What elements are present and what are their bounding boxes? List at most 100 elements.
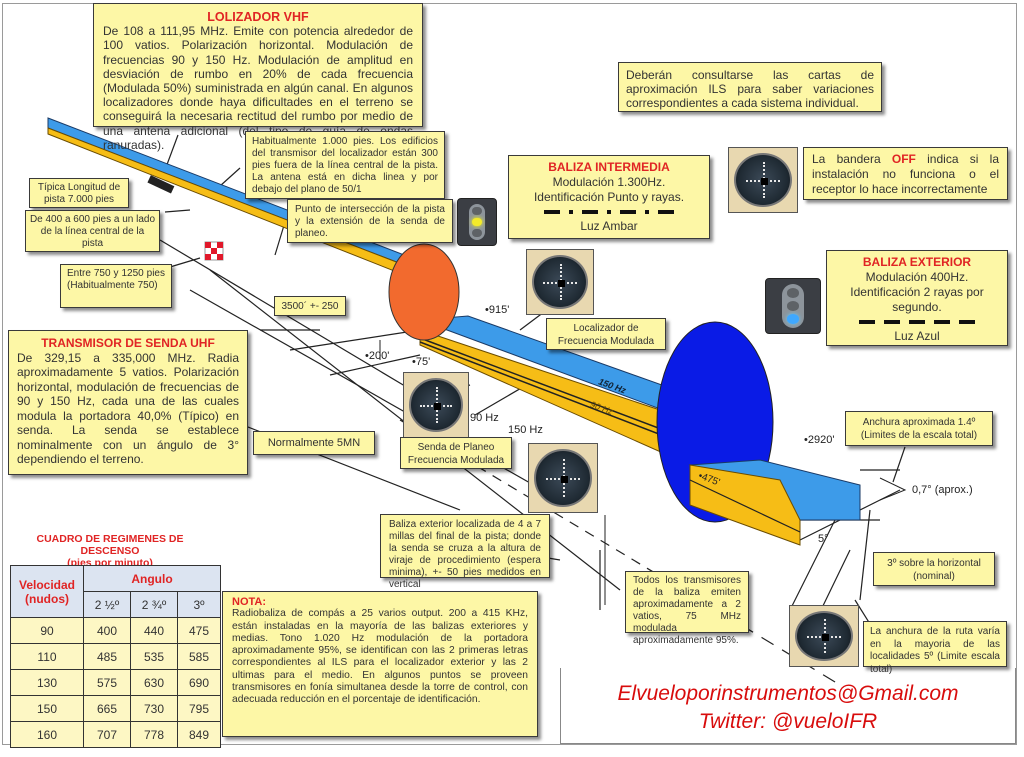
middle-marker-lobe [388,243,460,341]
beam-divider [419,341,691,447]
speed-cell: 160 [10,721,84,748]
label-07deg: 0,7° (aprox.) [912,484,973,496]
glideslope-block [689,464,801,546]
glideslope-antenna-icon [204,241,224,261]
table-row: 90 400 440 475 [10,617,221,644]
speed-cell: 110 [10,643,84,670]
label-75ft: •75' [412,356,431,368]
nota-body: Radiobaliza de compás a 25 varios output… [232,608,528,706]
leader-line [892,446,906,483]
blue-marker-light-icon [765,278,821,334]
marker-transmitters-note: Todos los transmisores de la baliza emit… [625,571,749,646]
label-915ft: •915' [485,304,510,316]
morse-dashes-icon [831,315,1003,329]
angle-header: 2 ½º [83,591,131,618]
outer-marker-title: BALIZA EXTERIOR [862,255,972,269]
guide-line [859,509,871,601]
outer-marker-instrument-icon [528,443,598,513]
contact-frame [560,668,1016,744]
guide-line [159,239,421,396]
glideslope-uhf-body: De 329,15 a 335,000 MHz. Radia aproximad… [17,350,239,467]
outer-marker-light: Luz Azul [894,329,940,343]
label-90hz: 90 Hz [470,412,499,424]
localizer-antenna-icon [147,175,175,194]
glideslope-distance-note: Entre 750 y 1250 pies (Habitualmente 750… [60,264,172,308]
horizontal-angle-note: 3º sobre la horizontal (nominal) [873,552,995,586]
outer-marker-note: BALIZA EXTERIOR Modulación 400Hz. Identi… [826,250,1008,346]
off-flag-text-after: indica si la instalación no funciona o e… [812,152,999,196]
runway-length-note: Típica Longitud de pista 7.000 pies [29,178,129,208]
contact-email[interactable]: Elvueloporinstrumentos@Gmail.com [617,682,959,705]
rate-cell: 849 [177,721,221,748]
off-flag-word: OFF [891,152,916,166]
rate-cell: 795 [177,695,221,722]
descent-rate-table: Velocidad (nudos) Angulo 2 ½º 2 ¾º 3º 90… [10,565,221,748]
angle-header: 2 ¾º [130,591,178,618]
localizer-vhf-note: LOLIZADOR VHF De 108 a 111,95 MHz. Emite… [93,3,423,152]
table-row: 130 575 630 690 [10,669,221,696]
rate-cell: 575 [83,669,131,696]
guide-line [289,329,421,351]
glidepath-instrument-icon [403,372,469,438]
ils-charts-note: Deberán consultarse las cartas de aproxi… [618,62,882,112]
speed-cell: 150 [10,695,84,722]
route-width-note: La anchura de la ruta varía en la mayori… [863,621,1007,675]
cdi-instrument-icon [728,147,798,213]
rate-cell: 440 [130,617,178,644]
offset-note: De 400 a 600 pies a un lado de la línea … [25,210,160,252]
rate-cell: 630 [130,669,178,696]
table-row: 160 707 778 849 [10,721,221,748]
rate-cell: 707 [83,721,131,748]
speed-cell: 90 [10,617,84,644]
rate-cell: 535 [130,643,178,670]
width-approx-note: Anchura aproximada 1.4º (Limites de la e… [845,411,993,446]
nota-title: NOTA: [232,596,267,608]
rate-cell: 730 [130,695,178,722]
outer-marker-location-note: Baliza exterior localizada de 4 a 7 mill… [380,514,550,590]
label-2920ft: •2920' [804,434,835,446]
localizer-fm-label: Localizador de Frecuencia Modulada [546,318,666,350]
outer-marker-modulation: Modulación 400Hz. [865,270,969,284]
col-header-speed: Velocidad (nudos) [10,565,84,618]
angle-07-wedge [879,477,907,501]
rate-cell: 778 [130,721,178,748]
normalmente-5mn-label: Normalmente 5MN [253,431,375,455]
localizer-vhf-title: LOLIZADOR VHF [207,10,309,24]
table-row: 150 665 730 795 [10,695,221,722]
amber-marker-light-icon [457,198,497,246]
label-200ft: •200' [365,350,390,362]
off-flag-note: La bandera OFF indica si la instalación … [803,147,1008,200]
intersection-note: Punto de intersección de la pista y la e… [287,199,453,243]
glideslope-uhf-note: TRANSMISOR DE SENDA UHF De 329,15 a 335,… [8,330,248,475]
localizer-building-note: Habitualmente 1.000 pies. Los edificios … [245,131,445,199]
guide-line [789,509,841,611]
descent-table-title-text: CUADRO DE REGIMENES DE DESCENSO [36,533,184,557]
route-instrument-icon [789,605,859,667]
middle-marker-light: Luz Ambar [580,219,638,233]
angle-header: 3º [177,591,221,618]
middle-marker-title: BALIZA INTERMEDIA [548,160,670,174]
morse-dot-dash-icon [513,205,705,219]
contact-twitter[interactable]: Twitter: @vueloIFR [698,710,878,733]
rate-cell: 485 [83,643,131,670]
middle-marker-identification: Identificación Punto y rayas. [533,190,685,204]
middle-marker-note: BALIZA INTERMEDIA Modulación 1.300Hz. Id… [508,155,710,239]
middle-marker-modulation: Modulación 1.300Hz. [552,175,666,189]
descent-table-title: CUADRO DE REGIMENES DE DESCENSO (pies po… [10,533,210,569]
localizer-vhf-body: De 108 a 111,95 MHz. Emite con potencia … [103,24,413,152]
outer-marker-identification: Identificación 2 rayas por segundo. [850,285,984,314]
rate-cell: 665 [83,695,131,722]
leader-line [164,209,191,213]
label-5deg: 5° [818,533,829,545]
guide-line [329,354,421,376]
leader-line [819,549,851,613]
col-header-angle: Angulo [83,565,221,592]
rate-cell: 400 [83,617,131,644]
beam-divider [689,479,801,533]
rate-cell: 475 [177,617,221,644]
speed-cell: 130 [10,669,84,696]
table-row: 110 485 535 585 [10,643,221,670]
localizer-instrument-icon [526,249,594,315]
rate-cell: 690 [177,669,221,696]
glideslope-uhf-title: TRANSMISOR DE SENDA UHF [41,336,215,350]
